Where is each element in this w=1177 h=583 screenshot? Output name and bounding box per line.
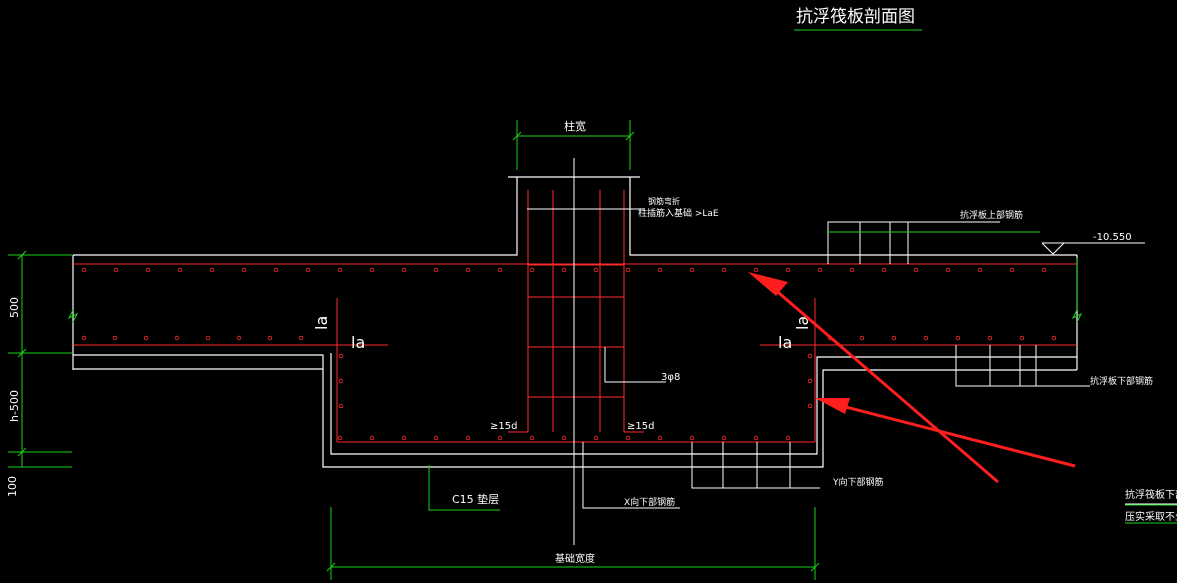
rebar-dot [465,267,471,273]
rebar-dot [236,335,242,341]
rebar-dot [338,403,344,409]
rebar-dot [625,435,631,441]
rebar-dot [177,267,183,273]
rebar-dot [625,267,631,273]
dim-500-label: 500 [8,297,21,318]
rebar-dot [977,267,983,273]
column-note-1: 钢筋弯折 [648,196,680,206]
y-bar-label: Y向下部钢筋 [832,476,884,488]
rebar-dot [433,267,439,273]
rebar-dot [113,267,119,273]
rebar-dot [267,335,273,341]
rebar-dot [209,267,215,273]
x-bar-label: X向下部钢筋 [624,496,675,508]
rebar-dot [529,267,535,273]
rebar-dot [807,378,813,384]
rebar-dot [785,435,791,441]
rebar-dot [817,267,823,273]
rebar-dot [913,267,919,273]
rebar-dot [465,435,471,441]
rebar-dot [785,267,791,273]
rebar-dot [1041,267,1047,273]
concrete-outline [72,176,1078,468]
dimension-lines [8,120,1177,580]
rebar-dot [753,435,759,441]
rebar-dots [81,267,1057,441]
break-marks [67,309,1083,323]
la-vertical-left: la [312,316,331,330]
rebar-dot [241,267,247,273]
rebar-dot [721,435,727,441]
la-horizontal-left: la [351,333,365,352]
right-note-2: 压实采取不少 [1125,510,1177,523]
rebar-dot [1009,267,1015,273]
rebar-dot [305,267,311,273]
rebar-dot [174,335,180,341]
red-arrow-bottom [815,398,1076,468]
foundation-width-label: 基础宽度 [555,552,595,565]
right-note-1: 抗浮筏板下部 [1125,488,1177,501]
rebar-dot [561,435,567,441]
rebar-dot [891,335,897,341]
rebar-dot [369,435,375,441]
rebar-dot [945,267,951,273]
stirrup-label: 3φ8 [661,372,680,383]
rebar-dot [338,378,344,384]
rebar-dot [337,435,343,441]
rebar-dot [273,267,279,273]
rebar-dot [807,353,813,359]
rebar-dot [1051,335,1057,341]
drawing-title: 抗浮筏板剖面图 [796,7,915,27]
rebar-dot [689,267,695,273]
rebar-dot [561,267,567,273]
rebar-dot [205,335,211,341]
la-horizontal-right: la [778,333,792,352]
rebar-dot [497,435,503,441]
rebar-dot [81,267,87,273]
rebar-dot [338,353,344,359]
rebar-dot [145,267,151,273]
rebar-dot [721,267,727,273]
rebar-dot [859,335,865,341]
bottom-bar-label: 抗浮板下部钢筋 [1090,375,1153,387]
rebar-dot [657,267,663,273]
rebar-dot [807,403,813,409]
rebar-dot [369,267,375,273]
leader-lines [527,158,1177,545]
column-note-2: 柱插筋入基础 >LaE [638,207,719,219]
rebar-lines [73,190,1077,443]
cushion-label: C15 垫层 [452,492,499,506]
rebar-dot [433,435,439,441]
dim-h500-label: h-500 [8,390,21,422]
rebar-dot [593,267,599,273]
rebar-dot [401,435,407,441]
dim-100-label: 100 [6,476,19,497]
rebar-dot [143,335,149,341]
rebar-dot [923,335,929,341]
rebar-dot [849,267,855,273]
column-width-label: 柱宽 [564,119,586,133]
red-arrow-top [748,272,999,484]
rebar-dot [298,335,304,341]
rebar-dot [955,335,961,341]
rebar-dot [497,267,503,273]
rebar-dot [881,267,887,273]
rebar-dot [81,335,87,341]
elevation-label: -10.550 [1093,232,1132,243]
rebar-dot [529,435,535,441]
rebar-dot [1019,335,1025,341]
rebar-dot [657,435,663,441]
rebar-dot [112,335,118,341]
rebar-dot [401,267,407,273]
rebar-dot [593,435,599,441]
top-bar-label: 抗浮板上部钢筋 [960,209,1023,221]
rebar-dot [987,335,993,341]
rebar-dot [753,267,759,273]
rebar-dot [689,435,695,441]
hook-label-left: ≥15d [490,421,517,432]
rebar-dot [337,267,343,273]
hook-label-right: ≥15d [627,421,654,432]
